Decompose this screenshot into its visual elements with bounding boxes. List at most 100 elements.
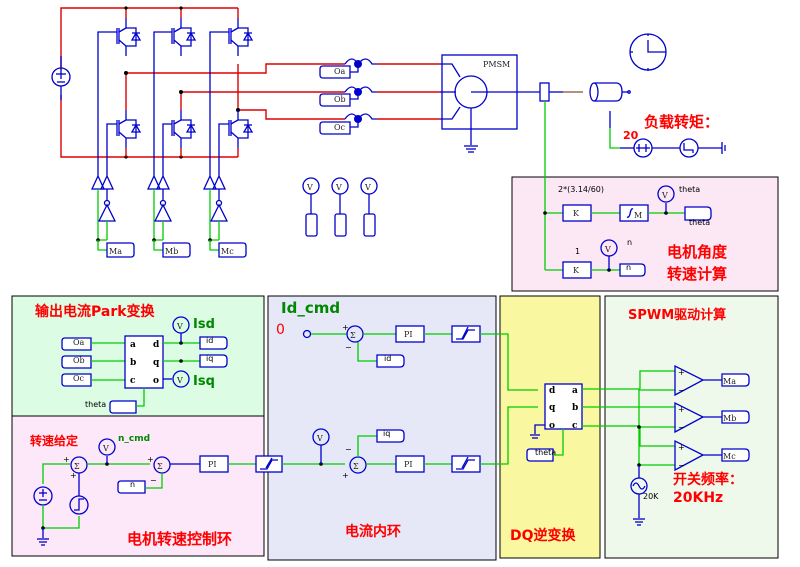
- svg-text:+: +: [678, 443, 685, 452]
- svg-text:+: +: [342, 323, 349, 332]
- speed-setpoint-title: 转速给定: [30, 433, 78, 448]
- svg-text:+: +: [342, 471, 349, 480]
- svg-text:n: n: [626, 263, 631, 272]
- isq-meter-label: Isq: [193, 374, 215, 389]
- svg-text:c: c: [572, 421, 578, 431]
- sensor-label-ob: Ob: [319, 93, 351, 107]
- id-loop: Σ + − id PI: [302, 323, 538, 391]
- svg-text:Σ: Σ: [157, 462, 163, 471]
- igbt-icon: [228, 17, 253, 57]
- svg-text:iq: iq: [206, 354, 213, 363]
- park-panel-title: 输出电流Park变换: [35, 303, 156, 320]
- svg-text:K: K: [573, 209, 580, 218]
- svg-text:V: V: [604, 245, 611, 254]
- current-sensors: [300, 58, 440, 128]
- dq-inverse: d q o a b c theta: [526, 383, 640, 462]
- svg-text:Σ: Σ: [74, 462, 80, 471]
- gate-label-mb-text: Mb: [165, 247, 178, 256]
- svg-text:o: o: [549, 421, 555, 431]
- pwm-label-mb: Mb: [721, 410, 750, 424]
- svg-text:−: −: [678, 386, 685, 395]
- dc-source-icon: [51, 56, 71, 100]
- id-cmd-value: 0: [276, 322, 285, 338]
- svg-text:theta: theta: [535, 448, 556, 457]
- svg-text:a: a: [572, 386, 578, 396]
- load-torque-source: [609, 111, 726, 158]
- svg-text:Mc: Mc: [723, 452, 736, 461]
- probe-meters: V V V: [302, 177, 378, 237]
- switching-freq-value: 20KHz: [673, 490, 723, 506]
- switching-freq-title: 开关频率：: [673, 471, 743, 488]
- svg-text:20K: 20K: [643, 492, 659, 501]
- ground-icon: [464, 145, 478, 153]
- svg-text:+: +: [678, 368, 685, 377]
- igbt-icon: [116, 17, 141, 57]
- dq-inverse-title: DQ逆变换: [510, 527, 577, 544]
- speed-loop: Σ + + V n_cmd Σ + − n PI V: [33, 428, 345, 546]
- svg-text:−: −: [678, 423, 685, 432]
- svg-text:+: +: [147, 455, 154, 464]
- svg-text:PI: PI: [208, 460, 217, 469]
- svg-text:Oa: Oa: [73, 338, 85, 347]
- svg-text:n: n: [130, 480, 135, 489]
- igbt-icon: [228, 109, 253, 149]
- spwm-comparators: + − + − + − 20K: [630, 364, 722, 526]
- svg-text:Mb: Mb: [723, 414, 736, 423]
- svg-text:V: V: [176, 376, 183, 385]
- svg-text:M: M: [634, 211, 642, 220]
- gate-label-mc: Mc: [218, 242, 247, 258]
- igbt-icon: [171, 17, 196, 57]
- svg-text:V: V: [176, 322, 183, 331]
- svg-text:b: b: [572, 403, 578, 413]
- svg-text:V: V: [316, 434, 323, 443]
- gate-label-mb: Mb: [162, 242, 191, 258]
- svg-text:a: a: [130, 340, 136, 350]
- panel-spwm: [604, 295, 779, 559]
- svg-text:PI: PI: [404, 460, 413, 469]
- svg-text:Oa: Oa: [334, 67, 346, 76]
- svg-text:d: d: [153, 340, 160, 350]
- svg-text:q: q: [153, 358, 160, 368]
- sensor-label-oa: Oa: [319, 65, 351, 79]
- igbt-icon: [116, 109, 141, 149]
- svg-text:Ma: Ma: [723, 377, 736, 386]
- svg-text:o: o: [153, 376, 159, 386]
- svg-text:b: b: [130, 358, 136, 368]
- spwm-title: SPWM驱动计算: [628, 307, 726, 323]
- speed-sensor-icon: [539, 82, 550, 102]
- isd-meter-label: Isd: [193, 317, 215, 332]
- svg-text:Σ: Σ: [350, 331, 356, 340]
- svg-text:+: +: [678, 405, 685, 414]
- pmsm-label: PMSM: [483, 60, 510, 69]
- iq-loop: Σ − + iq PI: [342, 406, 538, 480]
- pwm-label-ma: Ma: [721, 373, 750, 387]
- svg-text:K: K: [573, 266, 580, 275]
- gate-label-ma: Ma: [106, 242, 135, 258]
- svg-text:c: c: [130, 376, 136, 386]
- svg-text:theta: theta: [85, 400, 106, 409]
- svg-text:1: 1: [575, 247, 580, 256]
- pmsm-motor[interactable]: PMSM: [440, 54, 518, 153]
- svg-text:−: −: [345, 343, 352, 352]
- inverter-bridge: [51, 6, 300, 159]
- current-loop-title: 电流内环: [345, 523, 401, 540]
- svg-text:V: V: [306, 183, 313, 192]
- svg-text:Σ: Σ: [353, 462, 359, 471]
- svg-text:V: V: [364, 183, 371, 192]
- svg-text:id: id: [384, 354, 391, 363]
- svg-text:−: −: [678, 461, 685, 470]
- load-torque-value: 20: [623, 129, 639, 142]
- svg-text:Oc: Oc: [73, 374, 85, 383]
- svg-text:Ob: Ob: [334, 95, 346, 104]
- svg-text:theta: theta: [679, 185, 700, 194]
- sensor-label-oc: Oc: [319, 121, 351, 135]
- load-torque-title: 负载转矩：: [644, 113, 719, 131]
- svg-text:+: +: [70, 471, 77, 480]
- svg-text:+: +: [63, 455, 70, 464]
- ground-icon: [633, 518, 645, 526]
- svg-text:n: n: [627, 238, 632, 247]
- svg-text:Ob: Ob: [73, 356, 85, 365]
- svg-text:PI: PI: [404, 330, 413, 339]
- svg-text:−: −: [150, 476, 157, 485]
